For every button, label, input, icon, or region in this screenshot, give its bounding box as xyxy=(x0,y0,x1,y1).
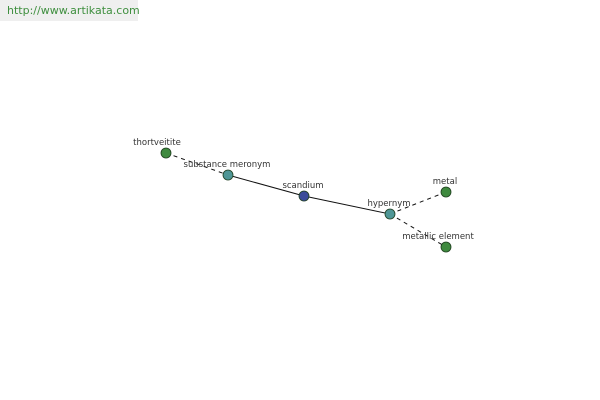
node-substance-meronym[interactable] xyxy=(222,169,234,181)
edge-substance-meronym-to-scandium xyxy=(227,174,305,197)
edge-hypernym-to-metallic-element xyxy=(389,213,447,248)
edges-layer xyxy=(165,152,447,248)
node-metallic-element[interactable] xyxy=(440,241,452,253)
labels-layer: thortveitite substance meronym scandium hyp… xyxy=(133,138,474,242)
edge-thortveitite-to-substance-meronym xyxy=(165,152,229,176)
edge-hypernym-to-metal xyxy=(389,191,447,215)
node-thortveitite[interactable] xyxy=(160,147,172,159)
node-label-metallic-element: metallic element xyxy=(402,232,474,242)
node-scandium[interactable] xyxy=(298,190,310,202)
node-label-thortveitite: thortveitite xyxy=(133,138,181,148)
edge-scandium-to-hypernym xyxy=(303,195,391,215)
source-bar: http://www.artikata.com xyxy=(0,0,140,21)
node-label-scandium: scandium xyxy=(282,181,323,191)
nodes-layer xyxy=(160,147,452,253)
source-link[interactable]: http://www.artikata.com xyxy=(7,4,140,17)
node-label-hypernym: hypernym xyxy=(367,199,410,209)
node-metal[interactable] xyxy=(440,186,452,198)
node-label-substance-meronym: substance meronym xyxy=(184,160,271,170)
node-hypernym[interactable] xyxy=(384,208,396,220)
node-label-metal: metal xyxy=(433,177,457,187)
